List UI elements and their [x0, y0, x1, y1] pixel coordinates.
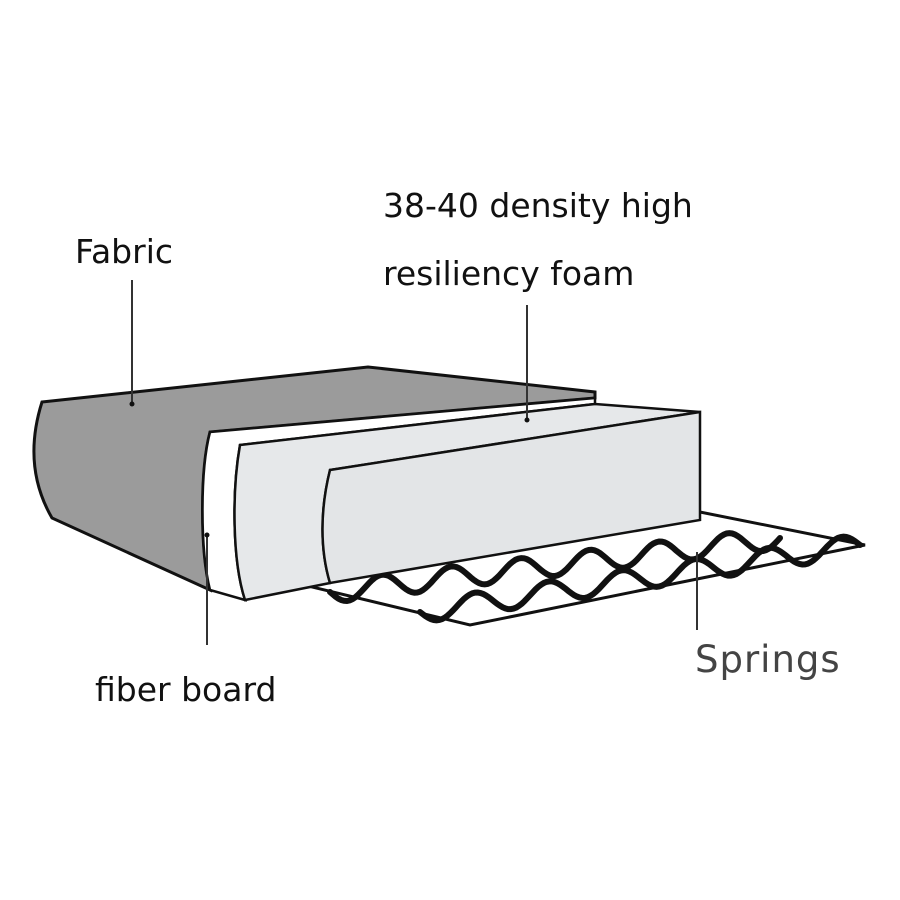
foam-label-line2: resiliency foam: [383, 254, 635, 293]
fiber-board-label: fiber board: [95, 670, 277, 709]
fabric-label: Fabric: [75, 232, 174, 271]
foam-front-face: [321, 410, 702, 585]
springs: [327, 530, 863, 624]
springs-label: Springs: [695, 638, 841, 681]
spring-coil: [327, 530, 783, 605]
spring-coil: [417, 533, 863, 624]
foam-label-line1: 38-40 density high: [383, 186, 693, 225]
